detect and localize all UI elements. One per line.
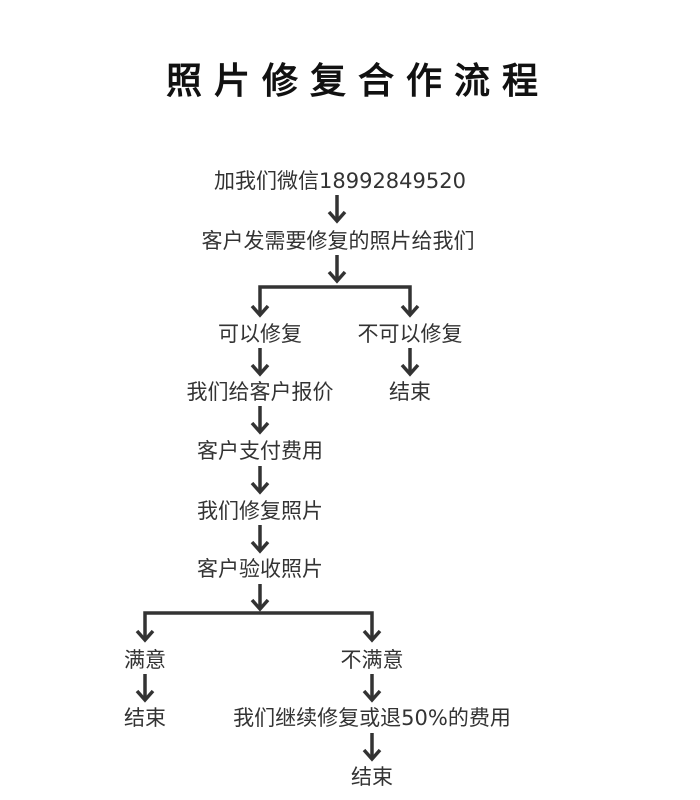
step-pay: 客户支付费用	[197, 439, 323, 463]
step-continue-or-refund: 我们继续修复或退50%的费用	[233, 706, 511, 730]
arrow-down-icon	[135, 629, 155, 643]
arrow-down-icon	[400, 304, 420, 318]
arrow-down-icon	[250, 584, 270, 612]
step-not-satisfied: 不满意	[340, 648, 404, 672]
arrow-down-icon	[327, 255, 347, 284]
arrow-down-icon	[327, 195, 347, 224]
step-repair: 我们修复照片	[197, 499, 323, 523]
arrow-down-icon	[400, 348, 420, 377]
page-title: 照片修复合作流程	[165, 61, 551, 102]
step-inspect: 客户验收照片	[197, 557, 323, 581]
step-end-3: 结束	[351, 765, 393, 789]
step-end-1: 结束	[389, 380, 431, 404]
step-satisfied: 满意	[124, 648, 166, 672]
arrow-down-icon	[362, 629, 382, 643]
branch-connector	[143, 611, 374, 640]
arrow-down-icon	[135, 674, 155, 703]
arrow-down-icon	[250, 304, 270, 318]
step-contact: 加我们微信18992849520	[214, 169, 466, 193]
step-cannot-repair: 不可以修复	[357, 322, 463, 346]
branch-connector	[258, 285, 412, 315]
step-quote: 我们给客户报价	[186, 380, 334, 404]
arrow-down-icon	[250, 466, 270, 495]
arrow-down-icon	[250, 348, 270, 377]
arrow-down-icon	[250, 525, 270, 554]
arrow-down-icon	[362, 674, 382, 703]
arrow-down-icon	[362, 733, 382, 762]
step-end-2: 结束	[124, 706, 166, 730]
step-send-photos: 客户发需要修复的照片给我们	[201, 229, 475, 253]
step-can-repair: 可以修复	[218, 322, 302, 346]
arrow-down-icon	[250, 406, 270, 435]
